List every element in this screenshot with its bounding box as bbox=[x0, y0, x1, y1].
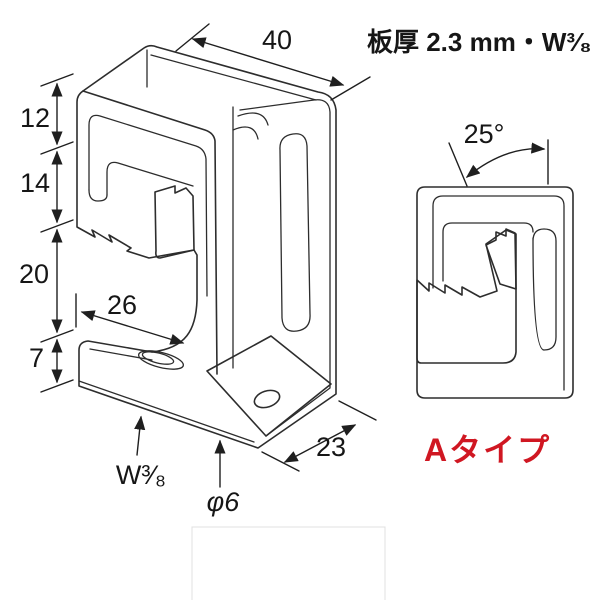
tick-4 bbox=[40, 329, 74, 343]
side-mouth-opening bbox=[416, 229, 517, 364]
dim-arrow-23 bbox=[283, 424, 357, 463]
label-thread: W³⁄₈ bbox=[116, 460, 166, 490]
tick-3 bbox=[40, 219, 74, 233]
ext-40-right bbox=[330, 76, 371, 101]
tick-bottom bbox=[40, 379, 74, 393]
iso-dimensions: 12 14 20 7 40 26 23 W³⁄₈ φ6 bbox=[19, 23, 377, 517]
ext-23-front bbox=[261, 451, 300, 472]
ext-23-back bbox=[338, 400, 377, 421]
tick-2 bbox=[40, 141, 74, 155]
dim-label-14: 14 bbox=[20, 168, 50, 198]
type-label: Aタイプ bbox=[424, 432, 551, 468]
side-view: 25° bbox=[416, 119, 574, 399]
tick-top bbox=[40, 73, 74, 87]
dim-label-26: 26 bbox=[107, 290, 137, 320]
leader-thread bbox=[134, 415, 146, 456]
dim-arrow-26 bbox=[80, 310, 185, 345]
iso-bend-arc-2 bbox=[237, 112, 269, 126]
iso-serrated-tongue bbox=[154, 185, 195, 259]
dim-label-20: 20 bbox=[19, 259, 49, 289]
iso-base-hole bbox=[253, 389, 281, 409]
side-groove-outer bbox=[432, 195, 565, 391]
iso-foot-edge bbox=[89, 348, 153, 361]
dim-label-12: 12 bbox=[20, 103, 50, 133]
spec-note: 板厚 2.3 mm・W³⁄₈ bbox=[367, 27, 592, 57]
iso-bend-arc-1 bbox=[232, 126, 259, 140]
dim-label-23: 23 bbox=[316, 432, 346, 462]
angle-arc-arrow bbox=[465, 142, 546, 178]
iso-foot-thread-hole-inner bbox=[141, 351, 175, 365]
angle-label: 25° bbox=[464, 119, 505, 149]
side-capsule-slot bbox=[532, 228, 557, 351]
iso-base-channel bbox=[206, 335, 332, 437]
iso-groove-outer bbox=[88, 114, 208, 297]
iso-view bbox=[76, 44, 337, 449]
dim-label-7: 7 bbox=[29, 343, 44, 373]
faint-box bbox=[191, 526, 386, 600]
iso-foot-thread-hole bbox=[137, 350, 185, 370]
iso-front-face-edge bbox=[82, 90, 218, 375]
side-serrated-tongue bbox=[485, 228, 517, 290]
iso-top-strip bbox=[150, 54, 317, 101]
ext-40-left bbox=[175, 23, 210, 52]
label-hole: φ6 bbox=[207, 487, 241, 517]
angle-ref-slanted bbox=[448, 142, 468, 187]
side-profile-body bbox=[416, 186, 574, 399]
dim-arrow-40 bbox=[191, 37, 345, 87]
iso-far-capsule-groove bbox=[279, 133, 311, 332]
iso-far-face-inner bbox=[239, 99, 331, 437]
dim-label-40: 40 bbox=[262, 25, 292, 55]
iso-base-thickness-edge bbox=[78, 380, 255, 443]
iso-groove-inner bbox=[106, 161, 194, 196]
side-groove-inner bbox=[442, 222, 534, 282]
iso-groove-uturn bbox=[88, 189, 108, 202]
